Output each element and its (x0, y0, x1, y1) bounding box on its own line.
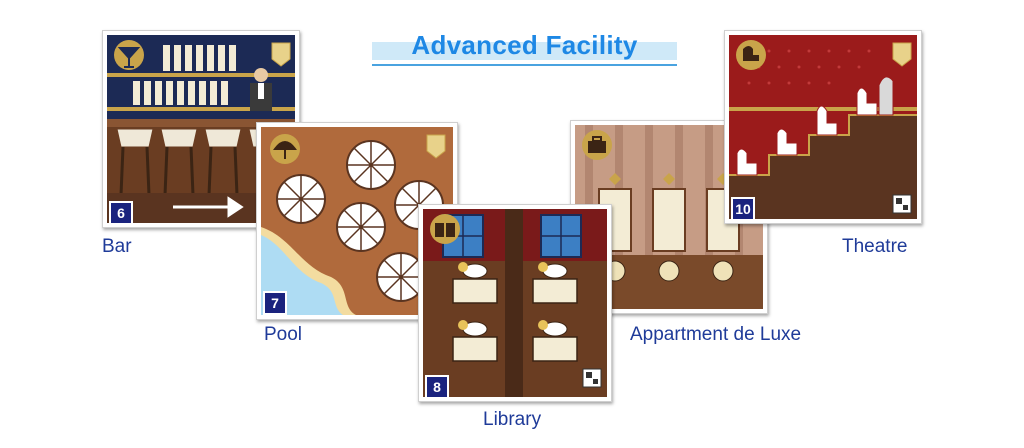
desks (452, 278, 578, 362)
bartender (250, 68, 272, 111)
facility-number-library: 8 (425, 375, 449, 399)
cocktail-icon (114, 40, 144, 70)
facility-number-bar: 6 (109, 201, 133, 225)
tier-badge-icon (271, 42, 291, 67)
mini-map-icon (892, 194, 912, 214)
facility-number-theatre: 10 (731, 197, 755, 221)
facility-label-pool[interactable]: Pool (264, 324, 303, 345)
title-highlight (372, 42, 677, 60)
library-illustration (423, 209, 607, 397)
armchair-icon (736, 40, 766, 70)
theatre-seats (736, 76, 894, 176)
facility-card-theatre[interactable]: 10 (724, 30, 922, 224)
book-icon (430, 214, 460, 244)
tier-badge-icon (426, 134, 446, 159)
tier-badge-icon (892, 42, 912, 67)
facility-label-theatre[interactable]: Theatre (842, 236, 908, 257)
umbrella-icon (270, 134, 300, 164)
facility-label-library[interactable]: Library (483, 409, 542, 430)
facility-card-library[interactable]: 8 (418, 204, 612, 402)
page-title-banner: Advanced Facility (372, 30, 677, 66)
doors (598, 188, 740, 252)
title-underline (372, 64, 677, 66)
page-title: Advanced Facility (411, 30, 638, 60)
facility-label-apartment[interactable]: Appartment de Luxe (630, 324, 802, 345)
mini-map-icon (582, 368, 602, 388)
suitcase-icon (582, 130, 612, 160)
facility-number-pool: 7 (263, 291, 287, 315)
theatre-illustration (729, 35, 917, 219)
facility-label-bar[interactable]: Bar (102, 236, 132, 257)
